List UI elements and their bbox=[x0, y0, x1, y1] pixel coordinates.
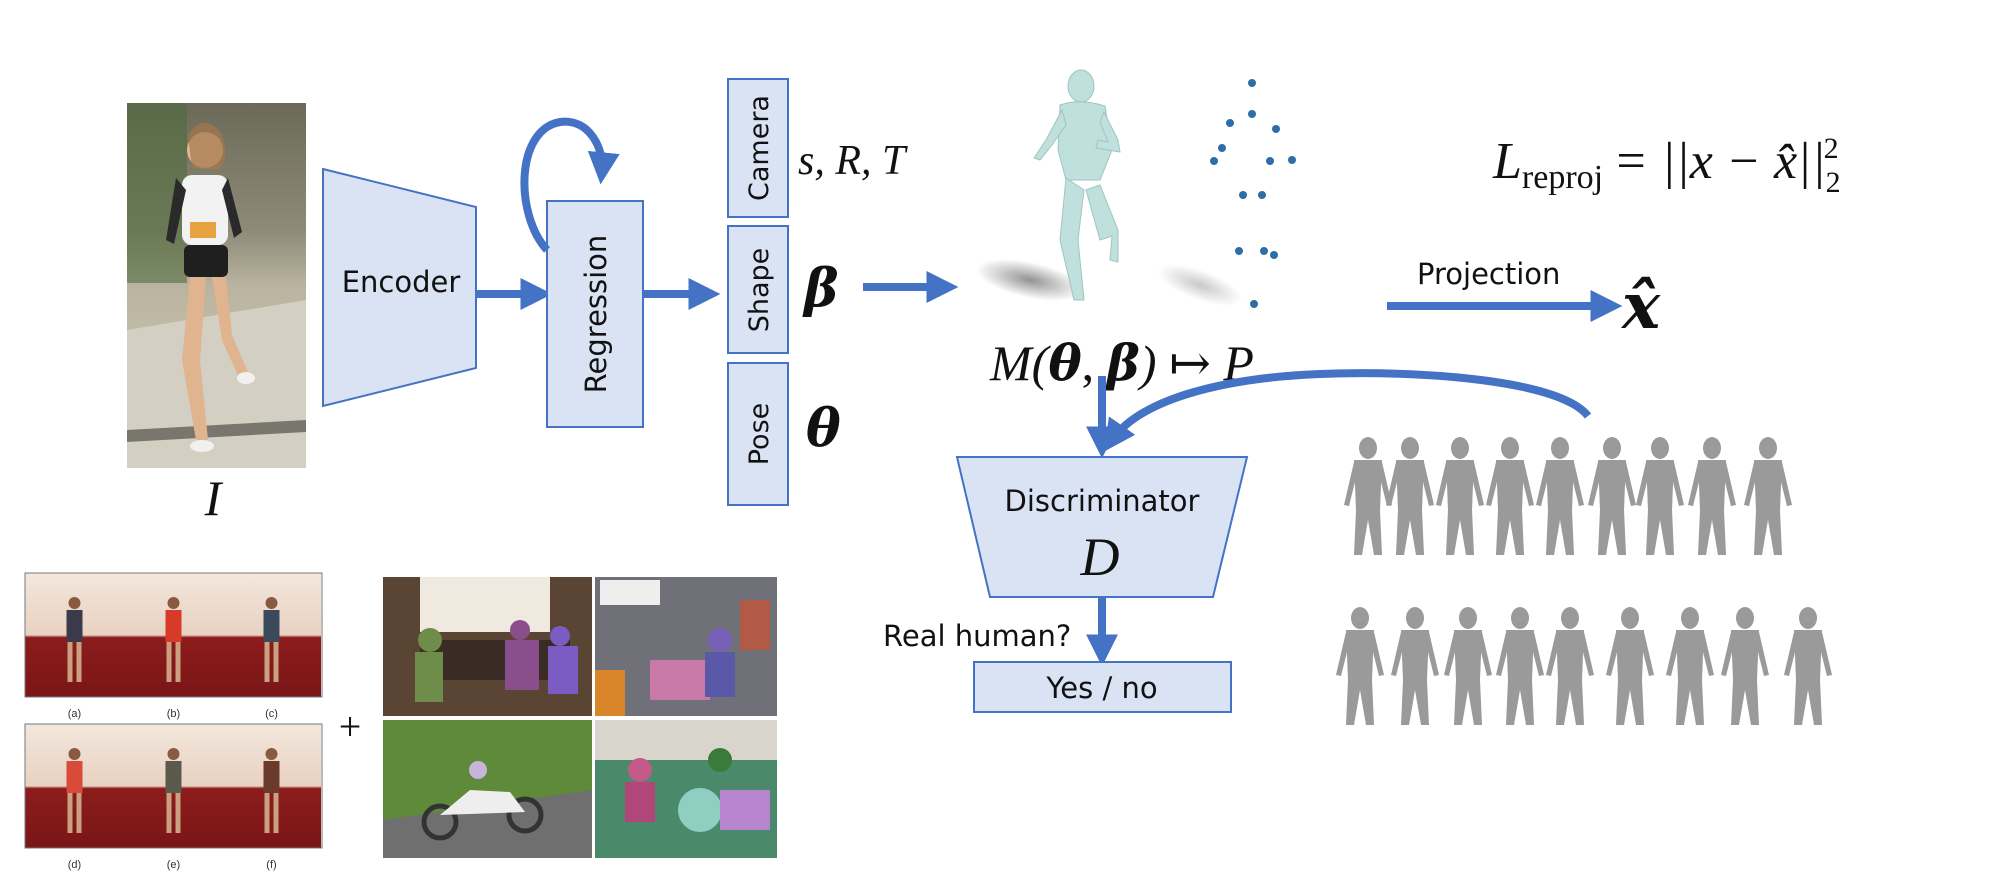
reprojection-loss-formula: Lreproj = ||x − x̂||22 bbox=[1492, 132, 1841, 199]
joint-dot bbox=[1226, 119, 1234, 127]
real-human-question: Real human? bbox=[883, 619, 1071, 653]
wild-image-1 bbox=[383, 577, 592, 716]
mocap-frame: (a) bbox=[25, 573, 124, 720]
projection-label: Projection bbox=[1417, 257, 1560, 291]
discriminator-output-box: Yes / no bbox=[973, 661, 1232, 713]
mocap-frame: (c) bbox=[222, 573, 321, 720]
joint-dot bbox=[1270, 251, 1278, 259]
mesh-figure bbox=[1444, 607, 1492, 725]
encoder-label: Encoder bbox=[342, 265, 461, 299]
joint-dot bbox=[1210, 157, 1218, 165]
mesh-figure bbox=[1784, 607, 1832, 725]
joint-dot bbox=[1266, 157, 1274, 165]
model-formula-beta: β bbox=[1105, 333, 1140, 392]
mocap-caption: (f) bbox=[266, 859, 276, 871]
projected-joints-2d bbox=[1210, 79, 1296, 308]
input-image-label: I bbox=[204, 470, 224, 526]
joint-dot bbox=[1288, 156, 1296, 164]
mesh-figure bbox=[1721, 607, 1769, 725]
mesh-figure bbox=[1344, 437, 1392, 555]
mocap-caption: (c) bbox=[265, 708, 278, 720]
regression-block: Regression bbox=[546, 200, 644, 428]
wild-image-4 bbox=[595, 720, 777, 858]
wild-image-2 bbox=[595, 577, 777, 716]
joint-dot bbox=[1272, 125, 1280, 133]
loss-rhs: = ||x − x̂|| bbox=[1613, 133, 1826, 190]
mesh-figure bbox=[1386, 437, 1434, 555]
loss-norm-subscript: 2 bbox=[1826, 166, 1841, 199]
mesh-figure bbox=[1666, 607, 1714, 725]
shape-symbol: β bbox=[802, 258, 839, 319]
mesh-figure bbox=[1391, 607, 1439, 725]
joint-dot bbox=[1250, 300, 1258, 308]
mocap-row-border bbox=[24, 572, 323, 698]
discriminator-label: Discriminator bbox=[1005, 484, 1200, 518]
param-camera: Camera bbox=[727, 78, 789, 218]
projected-keypoints-symbol: x̂ bbox=[1620, 269, 1661, 344]
mocap-frame: (b) bbox=[124, 573, 223, 720]
mesh-figure bbox=[1486, 437, 1534, 555]
param-pose: Pose bbox=[727, 362, 789, 506]
mocap-caption: (a) bbox=[68, 708, 81, 720]
param-pose-label: Pose bbox=[744, 403, 775, 466]
camera-symbol: s, R, T bbox=[798, 138, 908, 184]
mocap-frame: (f) bbox=[222, 724, 321, 871]
joint-dot bbox=[1248, 110, 1256, 118]
loss-norm-superscript: 2 bbox=[1824, 132, 1839, 165]
in-the-wild-dataset-images bbox=[383, 577, 777, 858]
mesh-figure bbox=[1536, 437, 1584, 555]
mesh-figure bbox=[1688, 437, 1736, 555]
model-formula: M(θ, β) ↦ P bbox=[989, 333, 1254, 392]
input-image bbox=[127, 103, 306, 468]
model-formula-theta: θ bbox=[1048, 333, 1082, 392]
param-shape-label: Shape bbox=[744, 248, 775, 333]
mesh-figure bbox=[1436, 437, 1484, 555]
mesh-figure bbox=[1336, 607, 1384, 725]
mocap-dataset-images: (a) (b) (c) (d) (e) (f) bbox=[24, 572, 323, 871]
joint-dot bbox=[1235, 247, 1243, 255]
mesh-figure bbox=[1744, 437, 1792, 555]
mocap-frame: (e) bbox=[124, 724, 223, 871]
loss-subscript: reproj bbox=[1522, 159, 1603, 196]
loss-lhs: L bbox=[1492, 133, 1522, 190]
mesh-figure bbox=[1606, 607, 1654, 725]
regression-label: Regression bbox=[579, 235, 613, 394]
discriminator-symbol: D bbox=[1080, 527, 1120, 587]
joint-dot bbox=[1218, 144, 1226, 152]
joint-dot bbox=[1258, 191, 1266, 199]
joint-dot bbox=[1260, 247, 1268, 255]
mocap-caption: (d) bbox=[68, 859, 81, 871]
mocap-row-border bbox=[24, 723, 323, 849]
body-mesh-3d bbox=[976, 69, 1243, 306]
encoder-block: Encoder bbox=[322, 167, 477, 408]
plus-sign: + bbox=[339, 704, 362, 749]
param-shape: Shape bbox=[727, 225, 789, 354]
pose-symbol: θ bbox=[806, 398, 841, 459]
mesh-figure bbox=[1496, 607, 1544, 725]
wild-image-3 bbox=[383, 720, 592, 858]
discriminator-block: Discriminator D bbox=[955, 456, 1249, 598]
mocap-caption: (e) bbox=[167, 859, 180, 871]
joint-dot bbox=[1239, 191, 1247, 199]
model-formula-prefix: M( bbox=[989, 335, 1052, 391]
mocap-frame: (d) bbox=[25, 724, 124, 871]
param-camera-label: Camera bbox=[744, 95, 775, 201]
mesh-figure bbox=[1546, 607, 1594, 725]
mesh-figure bbox=[1636, 437, 1684, 555]
discriminator-output-label: Yes / no bbox=[1045, 671, 1157, 705]
mocap-caption: (b) bbox=[167, 708, 180, 720]
arrow-real-meshes-to-discriminator bbox=[1103, 369, 1592, 452]
mesh-figure bbox=[1588, 437, 1636, 555]
joint-dot bbox=[1248, 79, 1256, 87]
iterative-loop-arrow bbox=[520, 117, 620, 253]
real-mesh-gallery bbox=[1336, 437, 1832, 725]
